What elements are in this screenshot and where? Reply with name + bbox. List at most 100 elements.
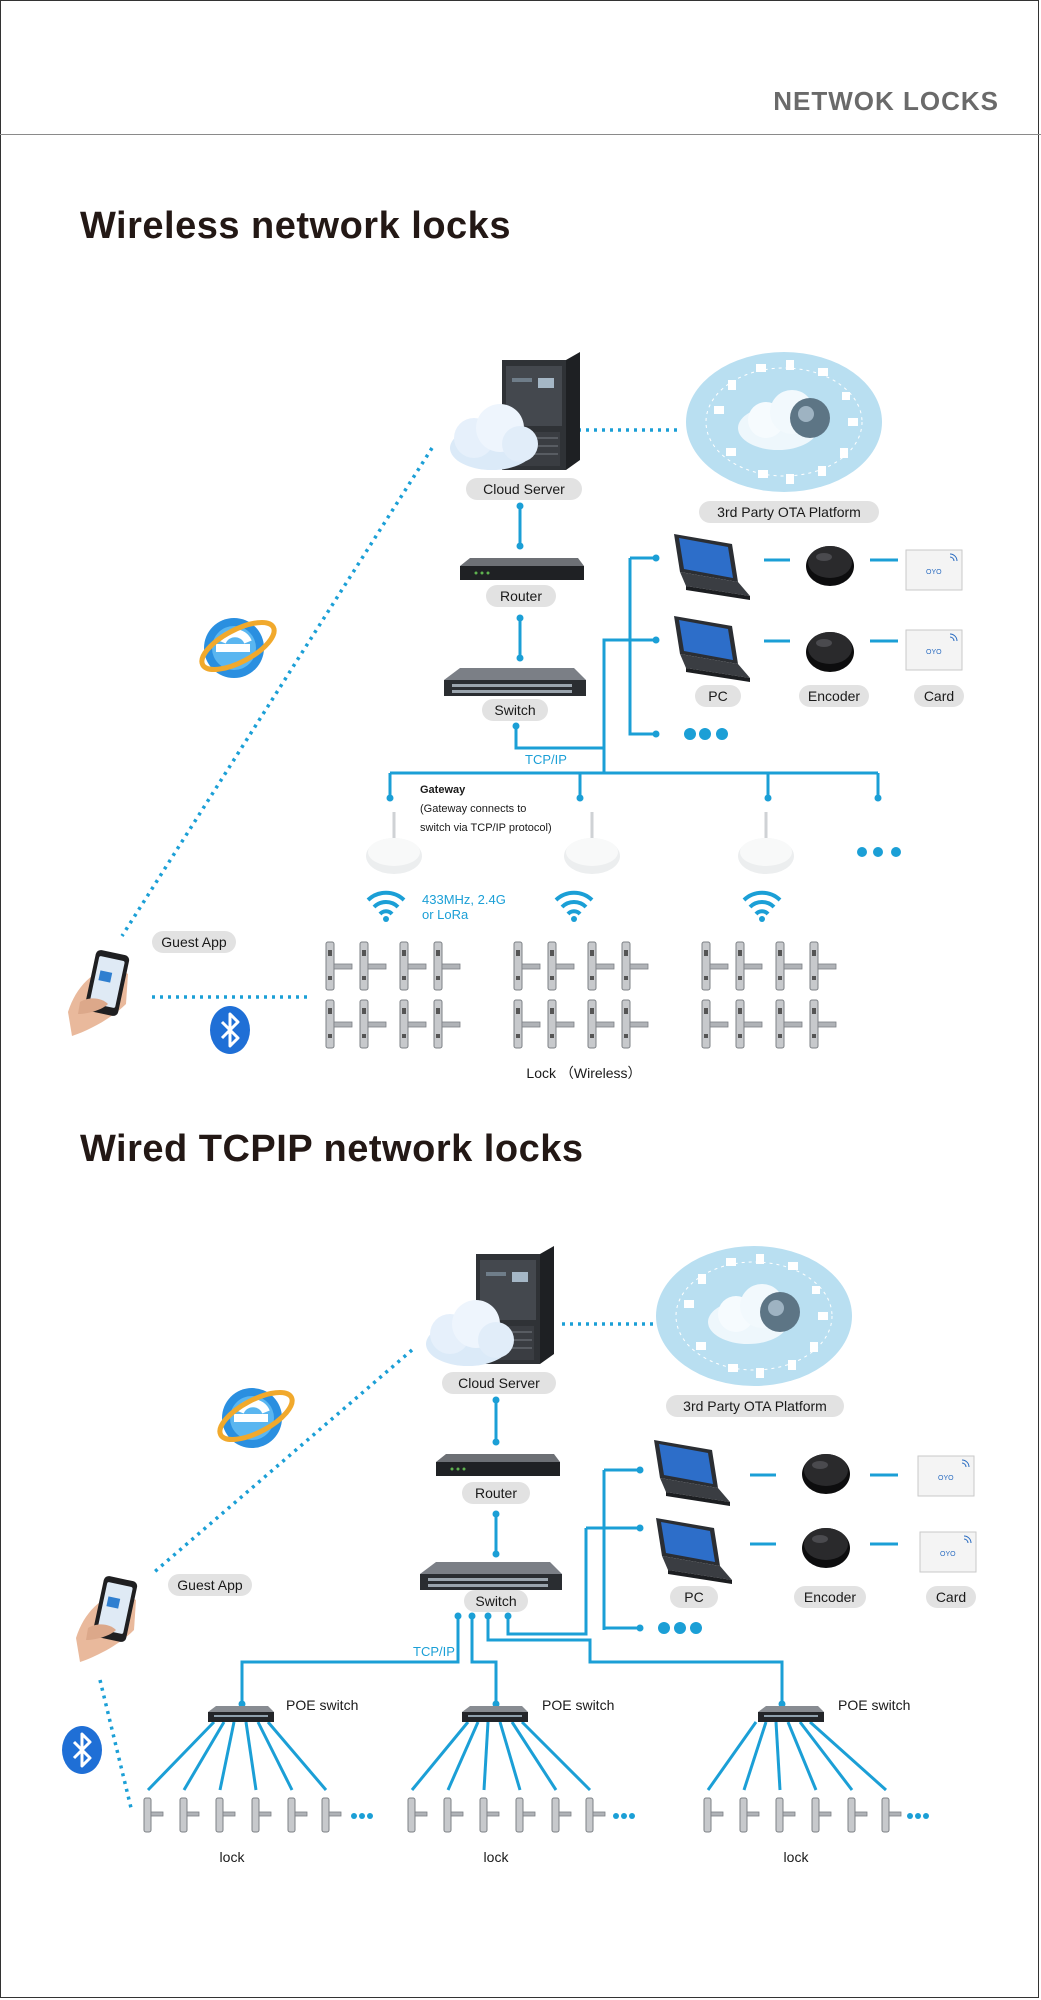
poe-switch-icon <box>208 1706 274 1722</box>
door-lock-icon <box>621 941 649 991</box>
door-lock-icon <box>325 941 353 991</box>
door-lock-icon <box>399 999 427 1049</box>
door-lock-icon <box>359 941 387 991</box>
door-lock-icon <box>881 1797 902 1833</box>
gateway-title: Gateway <box>420 784 466 796</box>
guest-app-label: Guest App <box>177 1577 243 1593</box>
door-lock-icon <box>143 1797 164 1833</box>
door-lock-icon <box>547 999 575 1049</box>
door-lock-icon <box>585 1797 606 1833</box>
wifi-icon <box>554 890 594 924</box>
door-lock-icon <box>811 1797 832 1833</box>
wifi-icon <box>366 890 406 924</box>
switch-icon <box>420 1562 562 1590</box>
tcpip-label: TCP/IP <box>413 1644 455 1659</box>
frequency-label-2: or LoRa <box>422 907 469 922</box>
browser-icon <box>213 1383 299 1449</box>
cloud-server-label: Cloud Server <box>458 1375 540 1391</box>
door-lock-icon <box>399 941 427 991</box>
encoder-icon <box>802 1454 850 1494</box>
door-lock-icon <box>551 1797 572 1833</box>
ota-platform-label: 3rd Party OTA Platform <box>683 1398 827 1414</box>
door-lock-icon <box>739 1797 760 1833</box>
ota-platform-label: 3rd Party OTA Platform <box>717 504 861 520</box>
pc-label: PC <box>684 1589 703 1605</box>
gateway-note-2: switch via TCP/IP protocol) <box>420 822 552 834</box>
poe-switch-label: POE switch <box>542 1697 614 1713</box>
door-lock-icon <box>479 1797 500 1833</box>
phone-icon <box>76 1575 139 1662</box>
lock-label: lock <box>784 1849 810 1865</box>
router-label: Router <box>500 588 542 604</box>
card-icon <box>919 1531 977 1573</box>
door-lock-icon <box>547 941 575 991</box>
card-label: Card <box>936 1589 966 1605</box>
page-header: NETWOK LOCKS <box>0 0 1041 135</box>
wifi-icon <box>742 890 782 924</box>
router-icon <box>436 1454 560 1476</box>
door-lock-icon <box>443 1797 464 1833</box>
wired-diagram: Cloud Server 3rd Party OTA Platform Rout… <box>60 1245 977 1865</box>
encoder-icon <box>806 632 854 672</box>
door-lock-icon <box>587 941 615 991</box>
door-lock-icon <box>587 999 615 1049</box>
door-lock-icon <box>775 999 803 1049</box>
door-lock-icon <box>701 941 729 991</box>
guest-app-label: Guest App <box>161 934 227 950</box>
door-lock-icon <box>433 941 461 991</box>
wireless-lock-group-1 <box>325 941 461 1049</box>
browser-icon <box>195 613 281 679</box>
door-lock-icon <box>621 999 649 1049</box>
gateway-note-1: (Gateway connects to <box>420 803 526 815</box>
lock-label: lock <box>484 1849 510 1865</box>
wireless-lock-group-3 <box>701 941 837 1049</box>
door-lock-icon <box>215 1797 236 1833</box>
encoder-icon <box>802 1528 850 1568</box>
poe-switch-icon <box>462 1706 528 1722</box>
bluetooth-icon <box>60 1724 104 1776</box>
wired-lock-row <box>143 1797 902 1833</box>
wireless-section-title: Wireless network locks <box>80 205 511 247</box>
card-label: Card <box>924 688 954 704</box>
card-icon <box>917 1455 975 1497</box>
door-lock-icon <box>703 1797 724 1833</box>
laptop-icon <box>654 1440 730 1506</box>
laptop-icon <box>674 534 750 600</box>
tcpip-label: TCP/IP <box>525 752 567 767</box>
door-lock-icon <box>735 941 763 991</box>
door-lock-icon <box>515 1797 536 1833</box>
wireless-diagram: Cloud Server 3rd Party OTA Platform Rout… <box>68 351 964 1081</box>
door-lock-icon <box>775 1797 796 1833</box>
door-lock-icon <box>325 999 353 1049</box>
door-lock-icon <box>847 1797 868 1833</box>
frequency-label-1: 433MHz, 2.4G <box>422 892 506 907</box>
encoder-label: Encoder <box>808 688 860 704</box>
wireless-lock-group-2 <box>513 941 649 1049</box>
door-lock-icon <box>809 999 837 1049</box>
wireless-lock-label: Lock （Wireless） <box>526 1065 641 1081</box>
switch-icon <box>444 668 586 696</box>
door-lock-icon <box>701 999 729 1049</box>
door-lock-icon <box>809 941 837 991</box>
door-lock-icon <box>407 1797 428 1833</box>
switch-label: Switch <box>494 702 535 718</box>
card-icon <box>905 549 963 591</box>
gateway-icon <box>364 810 424 876</box>
door-lock-icon <box>287 1797 308 1833</box>
door-lock-icon <box>179 1797 200 1833</box>
poe-switch-label: POE switch <box>286 1697 358 1713</box>
ota-platform-icon <box>655 1245 853 1387</box>
poe-switch-label: POE switch <box>838 1697 910 1713</box>
router-label: Router <box>475 1485 517 1501</box>
router-icon <box>460 558 584 580</box>
door-lock-icon <box>359 999 387 1049</box>
gateway-icon <box>562 810 622 876</box>
lock-label: lock <box>220 1849 246 1865</box>
wired-section-title: Wired TCPIP network locks <box>80 1128 584 1170</box>
door-lock-icon <box>433 999 461 1049</box>
phone-icon <box>68 949 131 1036</box>
door-lock-icon <box>735 999 763 1049</box>
ota-platform-icon <box>685 351 883 493</box>
